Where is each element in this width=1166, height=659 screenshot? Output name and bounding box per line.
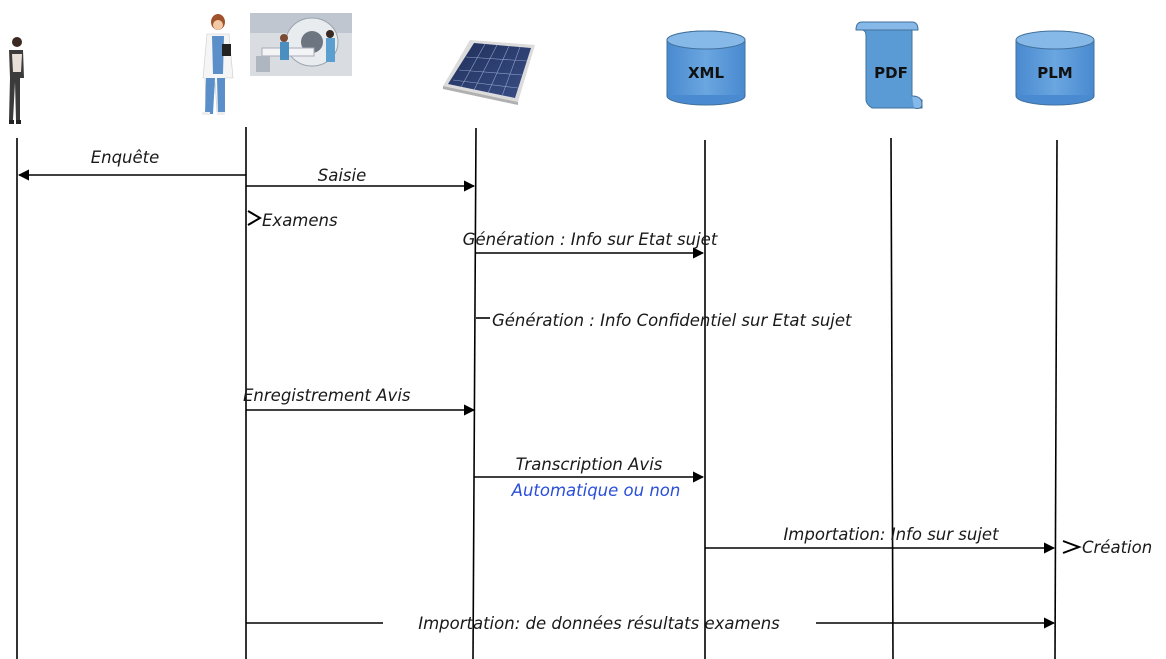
doctor-icon [202,14,234,115]
xml-database-icon: XML [666,30,746,106]
lifelines [16,127,1058,659]
document-scroll-icon: PDF [855,21,923,109]
label-saisie: Saisie [318,166,367,185]
label-enquete: Enquête [91,148,160,167]
label-creation: Création [1082,538,1152,557]
label-transcription: Transcription Avis [516,455,663,474]
label-enregistrement: Enregistrement Avis [243,386,411,405]
xml-label: XML [688,64,724,82]
self-call-examens [247,210,262,226]
lifeline-systeme [472,127,477,659]
label-generation-confidentiel: Génération : Info Confidentiel sur Etat … [492,311,852,330]
self-call-creation [1062,540,1082,554]
lifeline-plm [1054,139,1058,659]
label-importation-resultats: Importation: de données résultats examen… [418,614,780,633]
pdf-label: PDF [874,64,908,82]
lifeline-pdf [890,137,894,659]
plm-database-icon: PLM [1015,30,1095,106]
label-importation-sujet: Importation: Info sur sujet [783,525,999,544]
label-examens: Examens [262,211,338,230]
label-transcription-note: Automatique ou non [511,481,681,500]
label-generation-etat: Génération : Info sur Etat sujet [463,230,718,249]
plm-label: PLM [1037,64,1072,82]
solar-panel-icon [443,40,535,105]
woman-standing-icon [9,37,24,124]
mri-scanner-photo [250,13,352,76]
